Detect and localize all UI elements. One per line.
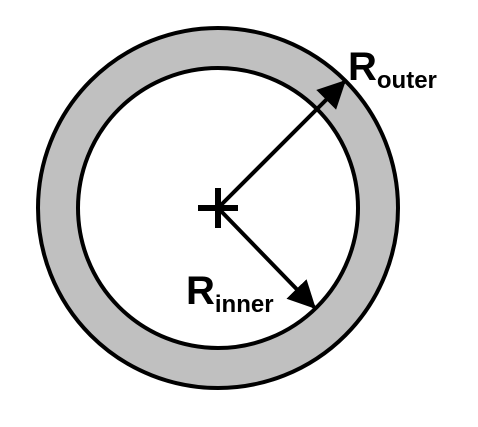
outer-radius-label: Router: [348, 45, 437, 94]
inner-radius-label: Rinner: [186, 269, 274, 318]
inner-radius-label-main: R: [186, 269, 215, 313]
outer-radius-label-main: R: [348, 45, 377, 89]
outer-radius-label-sub: outer: [377, 67, 437, 94]
inner-radius-label-sub: inner: [215, 291, 274, 318]
outer-radius-arrow: [216, 80, 346, 210]
inner-radius-arrow: [216, 206, 316, 310]
